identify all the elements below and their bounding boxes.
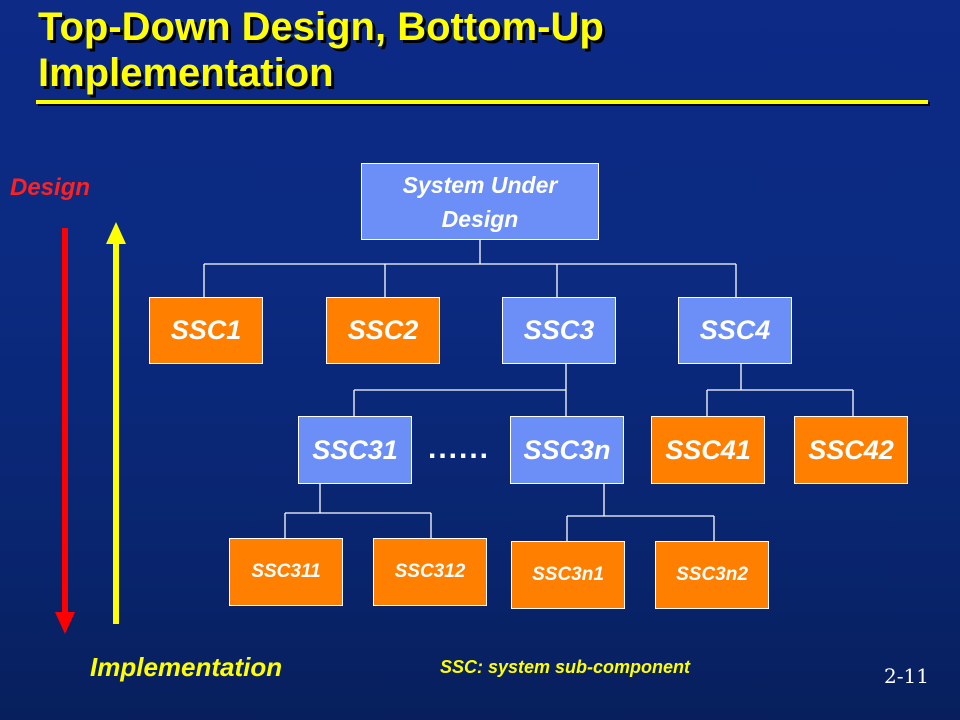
implementation-arrow: [106, 222, 126, 624]
slide-title-line-2: Implementation: [38, 51, 334, 95]
connector-ssc31-children: [284, 484, 432, 538]
slide-title: Top-Down Design, Bottom-Up Implementatio…: [38, 4, 918, 96]
design-arrow: [55, 228, 75, 634]
title-underline: [36, 100, 928, 104]
design-label: Design: [10, 174, 91, 201]
slide-number: 2-11: [884, 664, 929, 688]
node-ssc41: SSC41: [651, 416, 765, 484]
ellipsis-more-components: ......: [428, 432, 491, 465]
connector-ssc3-children: [353, 364, 567, 416]
node-ssc4: SSC4: [678, 297, 792, 364]
connector-ssc3n-children: [566, 484, 715, 541]
node-ssc1: SSC1: [149, 297, 263, 364]
node-ssc31: SSC31: [298, 416, 412, 484]
node-ssc311: SSC311: [229, 538, 343, 606]
implementation-label: Implementation: [90, 652, 283, 682]
node-ssc3n2: SSC3n2: [655, 541, 769, 609]
connector-root-level1: [203, 240, 737, 297]
node-ssc312: SSC312: [373, 538, 487, 606]
node-ssc3n1: SSC3n1: [511, 541, 625, 609]
legend-text: SSC: system sub-component: [440, 657, 691, 677]
node-ssc42: SSC42: [794, 416, 908, 484]
node-ssc3n: SSC3n: [510, 416, 624, 484]
node-system-under-design: System Under Design: [361, 163, 599, 240]
connector-ssc4-children: [706, 364, 854, 416]
node-ssc2: SSC2: [326, 297, 440, 364]
slide-title-line-1: Top-Down Design, Bottom-Up: [38, 5, 604, 49]
node-ssc3: SSC3: [502, 297, 616, 364]
